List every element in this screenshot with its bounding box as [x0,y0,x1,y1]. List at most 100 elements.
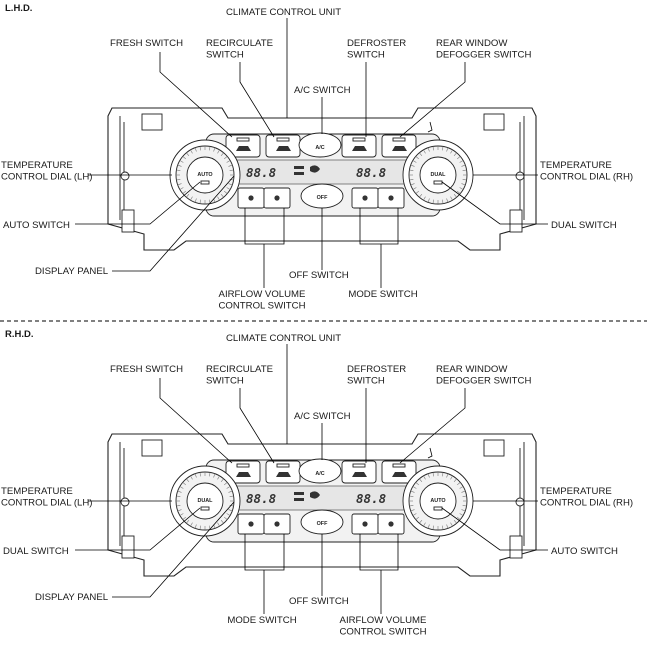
display-temp-right: 88.8 [356,491,386,506]
car-outline-icon [236,472,251,477]
recirculate-button[interactable] [265,134,301,158]
dial-center-button[interactable] [186,156,224,194]
label-left-side-switch: AUTO SWITCH [3,220,70,231]
dial-grip-ridge [220,152,224,157]
dial-grip-ridge [423,196,426,201]
dial-grip-ridge [226,513,231,516]
label-recirculate-switch: SWITCH [206,376,244,387]
dial-grip-ridge [462,169,467,171]
mount-tab-bottom-right [509,209,523,233]
label-defroster-switch: DEFROSTER [347,38,406,49]
section-label: R.H.D. [5,329,34,340]
fresh-button[interactable] [225,460,261,484]
dial-center-button[interactable] [419,156,457,194]
switch-symbol-icon [388,521,394,527]
dial-grip-ridge [194,473,197,478]
dial-grip-ridge [412,160,417,163]
dial-grip-ridge [209,472,211,477]
defrost-icon [352,472,367,477]
dial-grip-ridge [182,516,187,520]
label-rear-defogger-switch: DEFOGGER SWITCH [436,376,531,387]
dial-grip-ridge [199,146,201,151]
label-fresh-switch: FRESH SWITCH [110,38,183,49]
leader-right-side-switch [441,181,548,225]
dial-grip-ridge [415,516,420,520]
indicator-led [276,137,290,142]
dial-grip-ridge [432,472,434,477]
dial-grip-ridge [217,149,220,154]
display-temp-right: 88.8 [356,165,386,180]
dial-grip-ridge [419,193,423,198]
dial-grip-ridge [213,147,216,152]
dial-grip-ridge [220,478,224,483]
dial-grip-ridge [177,509,182,512]
screw-hole-left [120,171,130,181]
display-panel [231,159,415,185]
dial-grip-ridge [442,472,444,477]
dial-center-button[interactable] [419,482,457,520]
ac-button[interactable] [298,132,342,158]
label-temp-dial-right: CONTROL DIAL (RH) [540,498,633,509]
temperature-dial-right[interactable]: DUAL [402,139,474,211]
dial-grip-ridge [229,495,234,497]
dial-grip-ridge [223,482,228,486]
temperature-dial-right[interactable]: AUTO [402,465,474,537]
dial-center-label: DUAL [198,498,214,504]
temperature-dial-left[interactable]: AUTO [169,139,241,211]
label-off-switch: OFF SWITCH [289,270,349,281]
switch-symbol-icon [248,195,254,201]
label-temp-dial-left: CONTROL DIAL (LH) [1,172,93,183]
dial-grip-ridge [228,183,233,186]
indicator-led [236,137,250,142]
leader-fresh-switch [159,378,233,464]
label-defroster-switch: DEFROSTER [347,364,406,375]
car-outline-icon [236,146,251,151]
dial-grip-ridge [427,198,430,203]
dial-grip-ridge [176,169,181,171]
label-defroster-switch: SWITCH [347,50,385,61]
dial-grip-ridge [432,199,434,204]
dial-grip-ridge [409,505,414,507]
temperature-dial-left[interactable]: DUAL [169,465,241,537]
off-button-label: OFF [317,195,328,201]
switch-symbol-icon [248,521,254,527]
dial-grip-ridge [220,519,224,524]
label-bottom-right-switch: MODE SWITCH [348,289,417,300]
leader-bottom-right-bracket [359,534,399,571]
rear-defogger-button[interactable] [381,460,417,484]
dial-grip-ridge [182,190,187,194]
dial-center-button[interactable] [186,482,224,520]
defroster-button[interactable] [341,460,377,484]
label-off-switch: OFF SWITCH [289,596,349,607]
dial-grip-ridge [442,199,444,204]
dial-indicator-led [433,180,443,185]
rear-defogger-button[interactable] [381,134,417,158]
leader-recirculate-switch [239,388,275,464]
label-fresh-switch: FRESH SWITCH [110,364,183,375]
switch-symbol-icon [388,195,394,201]
ac-button-label: A/C [315,145,324,151]
housing-ridge [119,116,525,220]
defrost-icon [352,146,367,151]
defroster-button[interactable] [341,134,377,158]
dial-grip-ridge [186,152,190,157]
indicator-led [392,463,406,468]
dial-indicator-led [200,506,210,511]
leader-bottom-right-bracket [359,208,399,245]
dial-grip-ridge [209,146,211,151]
leader-left-side-switch [75,507,201,551]
dial-grip-ridge [194,198,197,203]
recirculate-button[interactable] [265,460,301,484]
label-temp-dial-left: TEMPERATURE [1,486,73,497]
rear-defog-icon [392,472,407,477]
dial-grip-ridge [446,198,449,203]
dial-indicator-led [433,506,443,511]
switch-symbol-icon [274,521,280,527]
ac-button[interactable] [298,458,342,484]
switch-symbol-icon [274,195,280,201]
dial-grip-ridge [461,509,466,512]
dial-grip-ridge [228,490,233,493]
label-rear-defogger-switch: DEFOGGER SWITCH [436,50,531,61]
fresh-button[interactable] [225,134,261,158]
